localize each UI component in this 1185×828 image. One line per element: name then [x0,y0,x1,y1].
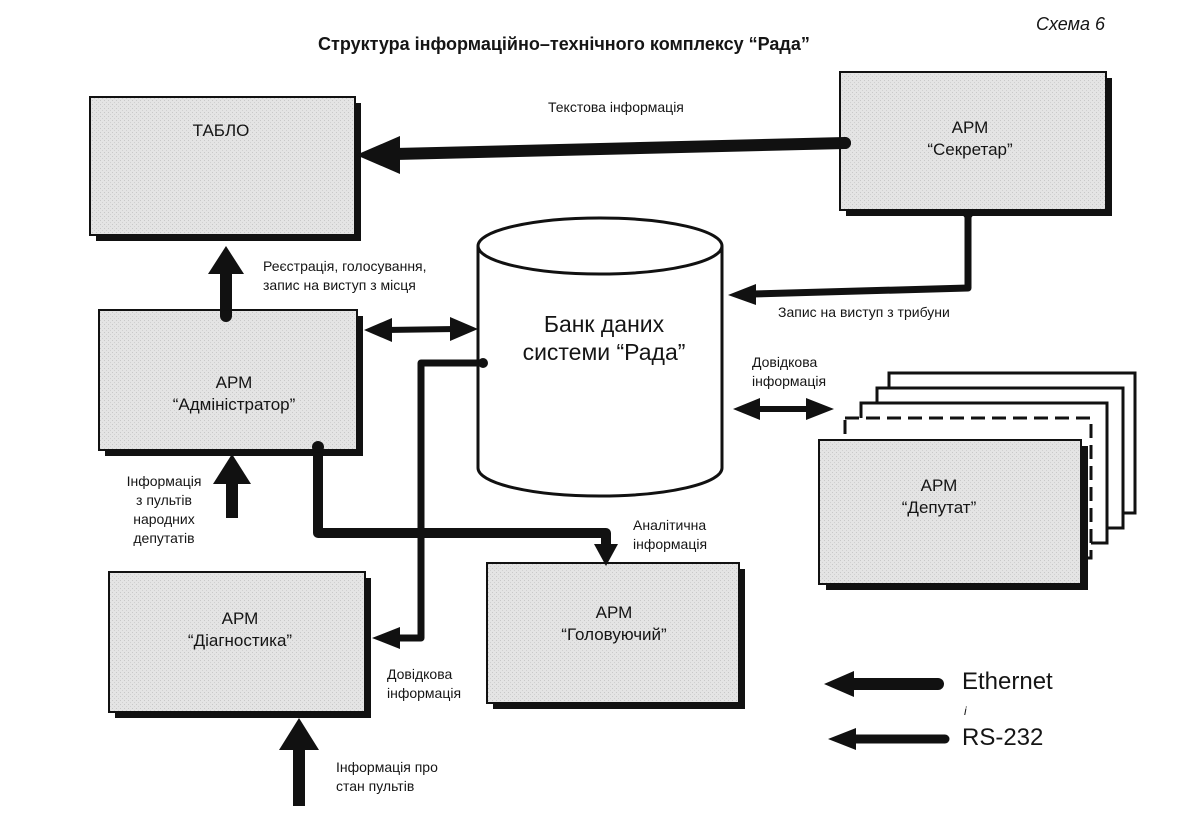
page-title: Структура інформаційно–технічного компле… [318,34,810,54]
admin-label-line2: “Адміністратор” [172,395,296,414]
reference-deputat-label: Довідкова інформація [752,353,826,391]
arrow-panels-to-admin [213,454,251,518]
holovuyuchyi-box [486,562,745,709]
arrow-admin-to-tablo [208,246,244,322]
database-cylinder [476,216,724,498]
legend-rs232-label: RS-232 [962,724,1044,751]
registration-label: Реєстрація, голосування, запис на виступ… [263,257,427,295]
scheme-number: Схема 6 [1036,14,1105,34]
diagnostyka-label-line2: “Діагностика” [187,631,293,650]
holovuyuchyi-label-line2: “Головуючий” [561,625,667,644]
panels-label-line3: народних [133,511,195,527]
database-label-line2: системи “Рада” [522,339,686,365]
legend-ethernet-arrow [824,671,944,697]
holovuyuchyi-label-line1: АРМ [595,603,633,622]
holovuyuchyi-label: АРМ “Головуючий” [561,602,666,646]
arrow-secretar-to-tablo [356,136,851,174]
secretar-box [839,71,1112,216]
arrow-admin-to-holovuyuchyi [312,441,618,566]
panels-label-line1: Інформація [126,473,202,489]
reference-diag-label-line2: інформація [387,685,462,701]
arrow-database-deputat-bidirectional [733,398,834,420]
arrow-panel-state-to-diagnostyka [279,718,319,806]
reference-deputat-label-line2: інформація [752,373,827,389]
deputat-label: АРМ “Депутат” [902,475,976,519]
text-info-label: Текстова інформація [548,99,684,115]
reference-diag-label: Довідкова інформація [387,665,461,703]
analytic-label-line2: інформація [633,536,708,552]
deputat-label-line1: АРМ [920,476,958,495]
secretar-label-line2: “Секретар” [927,140,1013,159]
registration-label-line2: запис на виступ з місця [263,277,416,293]
reference-diag-label-line1: Довідкова [387,666,453,682]
diagnostyka-label-line1: АРМ [221,609,259,628]
legend-separator: і [964,704,967,718]
panel-state-label-line2: стан пультів [336,778,415,794]
panels-label-line2: з пультів [136,492,192,508]
secretar-label: АРМ “Секретар” [927,117,1012,161]
database-label: Банк даних системи “Рада” [523,310,686,366]
tablo-label-line1: ТАБЛО [192,121,250,140]
deputat-stack [818,371,1137,590]
deputat-label-line2: “Депутат” [901,498,977,517]
secretar-label-line1: АРМ [951,118,989,137]
arrow-database-to-diagnostyka [372,358,488,649]
arrow-secretar-to-database [728,209,973,305]
legend-rs232-arrow [828,728,950,750]
panel-state-label-line1: Інформація про [336,759,438,775]
tribune-label: Запис на виступ з трибуни [778,304,950,320]
admin-box [98,309,363,456]
diagnostyka-box [108,571,371,718]
admin-label: АРМ “Адміністратор” [173,372,296,416]
analytic-label: Аналітична інформація [633,516,707,554]
analytic-label-line1: Аналітична [633,517,707,533]
admin-label-line1: АРМ [215,373,253,392]
tablo-box [89,96,361,241]
panel-state-label: Інформація про стан пультів [336,758,438,796]
tablo-label: ТАБЛО [193,120,250,142]
registration-label-line1: Реєстрація, голосування, [263,258,427,274]
arrow-admin-database-bidirectional [364,317,478,342]
panels-label: Інформація з пультів народних депутатів [127,472,202,548]
database-label-line1: Банк даних [543,311,665,337]
legend-ethernet-label: Ethernet [962,668,1053,695]
diagnostyka-label: АРМ “Діагностика” [188,608,292,652]
reference-deputat-label-line1: Довідкова [752,354,818,370]
panels-label-line4: депутатів [133,530,195,546]
